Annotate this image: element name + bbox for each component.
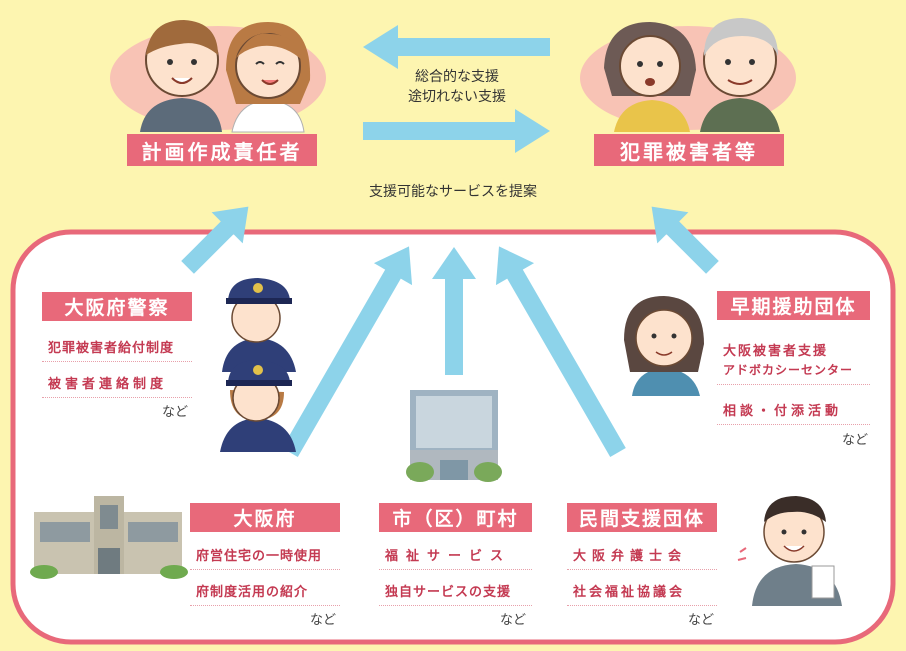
victim-label: 犯罪被害者等 bbox=[594, 134, 784, 166]
municipality-title: 市（区）町村 bbox=[379, 503, 532, 532]
private-groups-title: 民間支援団体 bbox=[567, 503, 717, 532]
arrow-right bbox=[363, 109, 550, 153]
arrow-police-up bbox=[181, 206, 249, 274]
prefectural-office-illustration bbox=[30, 496, 188, 579]
private-groups-etc: など bbox=[688, 613, 715, 628]
police-item-benefit: 犯罪被害者給付制度 bbox=[42, 332, 192, 362]
municipality-item-own: 独自サービスの支援 bbox=[379, 576, 532, 606]
early-support-title: 早期援助団体 bbox=[717, 291, 870, 320]
propose-services-text: 支援可能なサービスを提案 bbox=[369, 184, 537, 200]
municipal-office-illustration bbox=[406, 390, 502, 482]
arrow-left bbox=[363, 25, 550, 69]
osaka-pref-item-housing: 府営住宅の一時使用 bbox=[190, 540, 340, 570]
osaka-pref-item-system: 府制度活用の紹介 bbox=[190, 576, 340, 606]
lawyer-illustration bbox=[737, 496, 842, 606]
police-item-contact: 被害者連絡制度 bbox=[42, 368, 192, 398]
victim-woman-illustration bbox=[604, 22, 696, 132]
police-title: 大阪府警察 bbox=[42, 292, 192, 321]
private-item-welfare-council: 社会福祉協議会 bbox=[567, 576, 717, 606]
planner-man-illustration bbox=[140, 20, 222, 132]
private-item-bar: 大阪弁護士会 bbox=[567, 540, 717, 570]
arrow-pref-up bbox=[282, 246, 413, 458]
planner-woman-illustration bbox=[226, 22, 311, 133]
early-support-center-line1: 大阪被害者支援 bbox=[723, 343, 829, 359]
arrow-early-up bbox=[651, 206, 719, 274]
arrow-muni-up bbox=[432, 247, 476, 375]
osaka-pref-etc: など bbox=[310, 613, 337, 628]
arrow-private-up bbox=[495, 246, 626, 458]
early-support-etc: など bbox=[842, 433, 869, 448]
planner-label: 計画作成責任者 bbox=[127, 134, 317, 166]
municipality-item-welfare: 福祉サービス bbox=[379, 540, 532, 570]
arrow-text-comprehensive: 総合的な支援 bbox=[415, 69, 499, 85]
early-support-center-line2: アドボカシーセンター bbox=[723, 362, 854, 377]
early-support-item-center: 大阪被害者支援 アドボカシーセンター bbox=[717, 337, 870, 385]
osaka-pref-title: 大阪府 bbox=[190, 503, 340, 532]
early-support-item-consult: 相談・付添活動 bbox=[717, 395, 870, 425]
arrow-text-seamless: 途切れない支援 bbox=[408, 89, 506, 105]
police-etc: など bbox=[162, 405, 189, 420]
victim-man-illustration bbox=[700, 18, 780, 132]
municipality-etc: など bbox=[500, 613, 527, 628]
police-officers-illustration bbox=[220, 278, 296, 452]
support-counselor-illustration bbox=[624, 296, 704, 396]
